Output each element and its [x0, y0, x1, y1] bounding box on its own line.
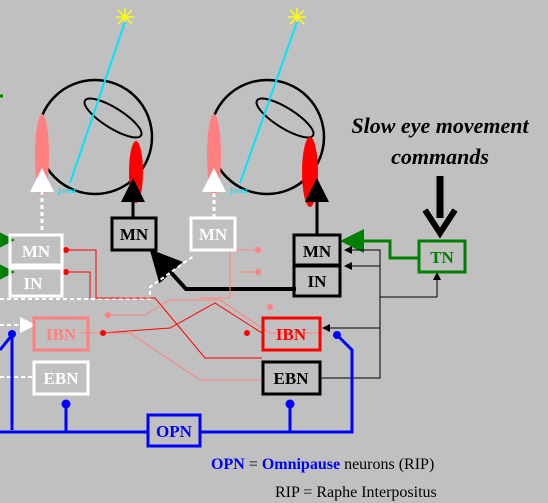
in-right-black-label: IN: [308, 272, 328, 291]
heading-line-2: commands: [391, 144, 489, 169]
fovea-right-label: fovea: [230, 186, 248, 195]
opn-box: OPN: [146, 413, 202, 448]
black-to-ibn-right: [322, 297, 381, 332]
ebn-left-label: EBN: [44, 369, 80, 388]
mn-left-pink-label: MN: [22, 242, 51, 261]
opn-label: OPN: [156, 422, 193, 441]
left-eye: [35, 21, 154, 203]
mn-left-pink-box: MN: [8, 233, 64, 267]
legend-rip: RIP = Raphe Interpositus: [275, 484, 437, 501]
ibn-left-box: IBN: [32, 316, 90, 352]
legend-opn-rest: neurons (RIP): [340, 456, 434, 473]
ebn-right-box: EBN: [261, 360, 322, 396]
in-left-to-mn-right-pathway: [0, 254, 196, 300]
in-left-pink-label: IN: [24, 274, 44, 293]
mn-right-black-label: MN: [303, 242, 332, 261]
fovea-left-label: fovea: [58, 186, 76, 195]
legend-opn-bold: Omnipause: [262, 456, 340, 473]
ebn-right-link: [320, 328, 381, 379]
mn-left-black-label: MN: [120, 225, 149, 244]
mn-right-white-box: MN: [189, 216, 237, 252]
mn-right-black-box: MN: [292, 233, 342, 267]
right-eye: [207, 21, 326, 207]
ibn-right-label: IBN: [276, 325, 307, 344]
ibn-right-box: IBN: [261, 316, 322, 352]
legend-equals: =: [245, 456, 262, 473]
mn-left-black-box: MN: [110, 216, 158, 252]
legend-opn: OPN = Omnipause neurons (RIP): [211, 456, 434, 473]
ebn-left-box: EBN: [32, 360, 90, 396]
tn-to-mn-right-pathway: [340, 229, 420, 260]
heading-line-1: Slow eye movement: [351, 113, 529, 138]
tn-box: TN: [417, 239, 467, 274]
tn-label: TN: [430, 248, 454, 267]
ibn-left-label: IBN: [46, 325, 77, 344]
in-right-black-box: IN: [292, 264, 342, 298]
black-to-mn-right: [344, 246, 437, 298]
in-right-to-mn-left-pathway: [149, 249, 296, 291]
in-left-pink-box: IN: [8, 266, 64, 298]
ebn-right-label: EBN: [274, 369, 310, 388]
legend-opn-abbr: OPN: [211, 456, 245, 473]
mn-right-white-label: MN: [199, 225, 228, 244]
command-arrow-head-icon: [422, 208, 458, 239]
